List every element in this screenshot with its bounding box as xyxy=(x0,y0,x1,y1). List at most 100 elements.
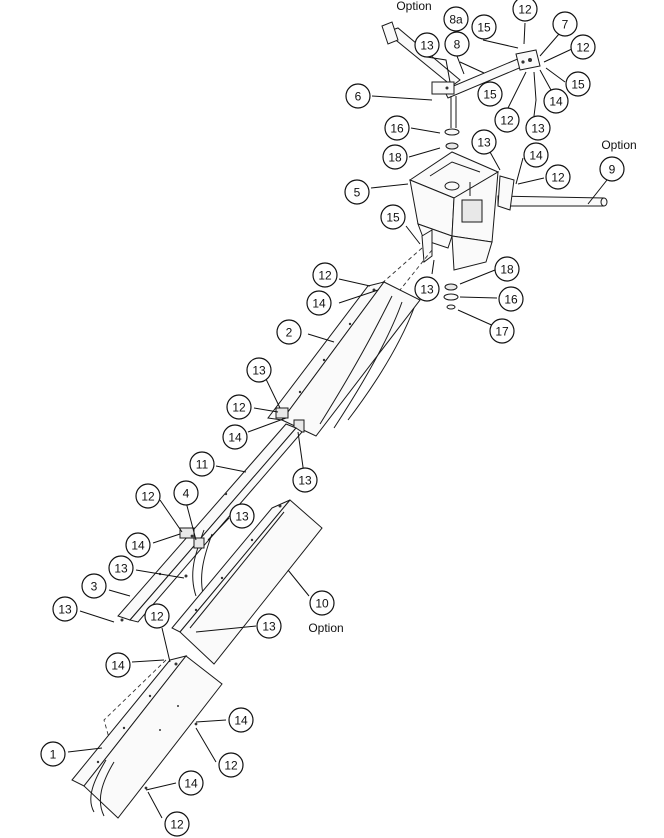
callout-13-s2c: 13 xyxy=(292,467,318,493)
callout-14-r1: 14 xyxy=(543,88,569,114)
callout-number: 12 xyxy=(141,490,155,504)
chute-section-2 xyxy=(267,281,421,437)
callout-number: 2 xyxy=(286,326,293,340)
callout-15-hop: 15 xyxy=(380,204,406,230)
callout-circle xyxy=(570,34,596,60)
callout-circle xyxy=(81,573,107,599)
callout-12-s1a: 12 xyxy=(144,603,170,629)
callout-number: 12 xyxy=(224,759,238,773)
callout-14-hop: 14 xyxy=(523,142,549,168)
callout-circle xyxy=(256,613,282,639)
callout-number: 13 xyxy=(58,603,72,617)
callout-16-a: 16 xyxy=(384,115,410,141)
callout-15-r: 15 xyxy=(565,71,591,97)
callout-circle xyxy=(229,503,255,529)
callout-6: 6 xyxy=(345,83,371,109)
callout-number: 13 xyxy=(420,39,434,53)
callout-circle xyxy=(189,451,215,477)
callout-circle xyxy=(382,144,408,170)
callout-number: 12 xyxy=(500,114,514,128)
callout-number: 12 xyxy=(518,3,532,17)
callout-number: 14 xyxy=(111,659,125,673)
callout-13-s10: 13 xyxy=(256,613,282,639)
callout-number: 12 xyxy=(150,610,164,624)
callout-circle xyxy=(599,156,625,182)
callout-number: 13 xyxy=(252,364,266,378)
callout-circle xyxy=(512,0,538,22)
callout-circle xyxy=(444,31,470,57)
callout-number: 14 xyxy=(228,431,242,445)
hopper xyxy=(408,151,608,271)
callout-circle xyxy=(246,357,272,383)
callout-circle xyxy=(306,290,332,316)
callout-circle xyxy=(523,142,549,168)
callout-15-mid: 15 xyxy=(477,81,503,107)
callout-circle xyxy=(565,71,591,97)
callout-circle xyxy=(443,6,469,32)
spreader-arm-assembly xyxy=(381,21,541,128)
callout-number: 15 xyxy=(477,21,491,35)
callout-15-top: 15 xyxy=(471,14,497,40)
callout-2: 2 xyxy=(276,319,302,345)
callout-circle xyxy=(164,811,190,837)
callout-circle xyxy=(309,590,335,616)
callout-number: 6 xyxy=(355,90,362,104)
callout-12-r2: 12 xyxy=(494,107,520,133)
callout-14-s1c: 14 xyxy=(178,770,204,796)
callout-circle xyxy=(498,286,524,312)
callout-number: 8a xyxy=(449,13,463,27)
callout-number: 15 xyxy=(571,78,585,92)
washer-stack-bottom xyxy=(443,283,459,310)
callout-number: 1 xyxy=(50,748,57,762)
callout-number: 12 xyxy=(232,401,246,415)
callout-8a: 8a xyxy=(443,6,469,32)
callout-13-r2: 13 xyxy=(525,115,551,141)
callout-circle xyxy=(344,179,370,205)
callout-number: 17 xyxy=(495,325,509,339)
option-label-right: Option xyxy=(601,138,636,152)
callout-number: 11 xyxy=(196,458,209,472)
option-label-top: Option xyxy=(396,0,431,13)
callout-circle xyxy=(144,603,170,629)
callout-circle xyxy=(545,164,571,190)
callout-circle xyxy=(552,11,578,37)
callout-number: 13 xyxy=(298,474,312,488)
callout-12-s1b: 12 xyxy=(218,752,244,778)
callout-8: 8 xyxy=(444,31,470,57)
callout-14-s2b: 14 xyxy=(222,424,248,450)
callout-circle xyxy=(52,596,78,622)
callout-number: 16 xyxy=(390,122,404,136)
callout-number: 13 xyxy=(477,136,491,150)
callout-13-hop: 13 xyxy=(471,129,497,155)
callout-circle xyxy=(178,770,204,796)
callout-number: 14 xyxy=(529,149,543,163)
callout-13-s2b: 13 xyxy=(246,357,272,383)
callout-number: 12 xyxy=(576,41,590,55)
callout-13-s3b: 13 xyxy=(108,555,134,581)
callout-14-s2a: 14 xyxy=(306,290,332,316)
callout-9: 9 xyxy=(599,156,625,182)
callout-14-s3a: 14 xyxy=(125,532,151,558)
chute-section-1 xyxy=(71,655,223,819)
callout-16-b: 16 xyxy=(498,286,524,312)
callout-circle xyxy=(173,480,199,506)
callout-circle xyxy=(222,424,248,450)
callout-5: 5 xyxy=(344,179,370,205)
callout-circle xyxy=(525,115,551,141)
callout-circle xyxy=(494,107,520,133)
callout-circle xyxy=(345,83,371,109)
callout-circle xyxy=(276,319,302,345)
callout-circle xyxy=(471,14,497,40)
callout-12-s2b: 12 xyxy=(226,394,252,420)
callout-number: 12 xyxy=(170,818,184,832)
callout-circle xyxy=(125,532,151,558)
callout-circle xyxy=(384,115,410,141)
callout-number: 13 xyxy=(262,620,276,634)
callout-12-s1c: 12 xyxy=(164,811,190,837)
callout-circle xyxy=(135,483,161,509)
callout-number: 13 xyxy=(531,122,545,136)
callout-circle xyxy=(312,262,338,288)
callout-number: 3 xyxy=(91,580,98,594)
washer-stack-top xyxy=(444,128,460,150)
